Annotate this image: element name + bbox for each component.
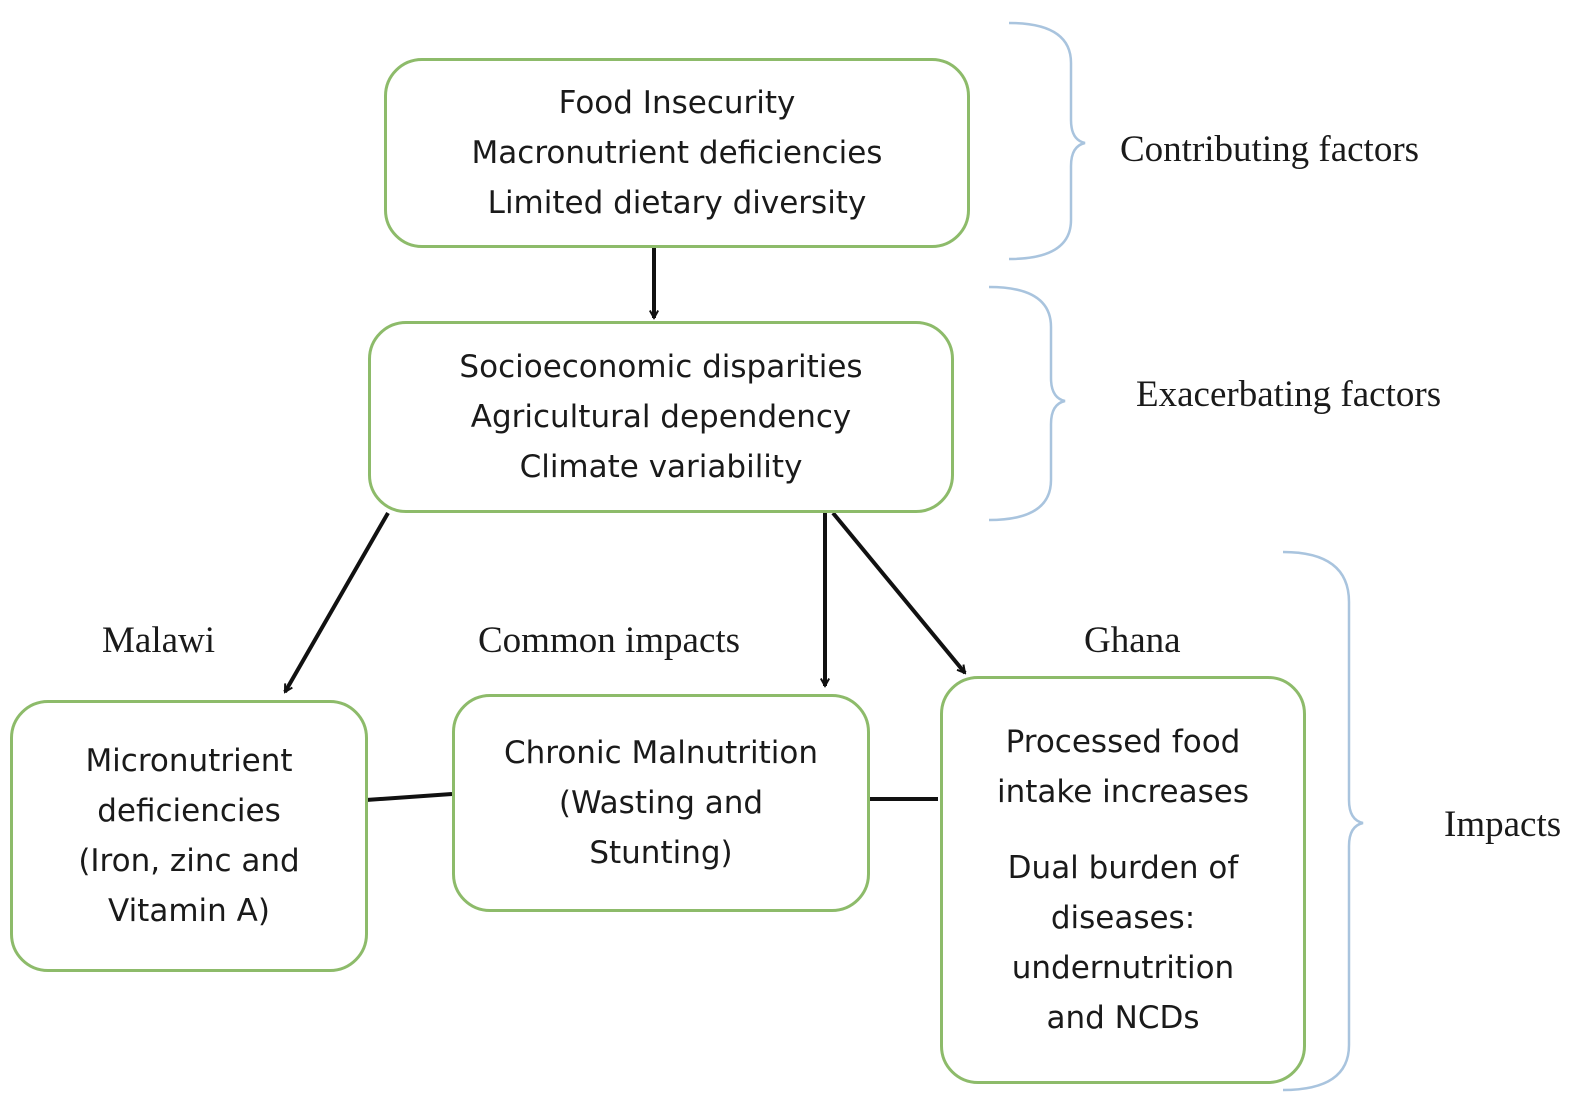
impacts-label: Impacts (1444, 804, 1562, 845)
ghana-label: Ghana (1084, 620, 1181, 661)
common-line-2: (Wasting and (558, 785, 764, 821)
common-line-3: Stunting) (589, 835, 733, 871)
malawi-line-4: Vitamin A) (108, 893, 270, 929)
brace-exacerbating (988, 285, 1066, 522)
exacerbating-factors-box: Socioeconomic disparities Agricultural d… (368, 321, 954, 513)
exacerbating-item-climate: Climate variability (519, 449, 803, 485)
contributing-factors-box: Food Insecurity Macronutrient deficienci… (384, 58, 970, 248)
malawi-line-1: Micronutrient (85, 743, 293, 779)
malawi-line-2: deficiencies (97, 793, 281, 829)
ghana-line-3: Dual burden of (1007, 850, 1239, 886)
brace-impacts (1282, 550, 1364, 1092)
exacerbating-factors-label: Exacerbating factors (1136, 374, 1442, 415)
ghana-line-2: intake increases (997, 774, 1249, 810)
contributing-item-macronutrient: Macronutrient deficiencies (471, 135, 883, 171)
arrow-exacerbating-to-ghana (831, 511, 967, 673)
ghana-line-1: Processed food (1005, 724, 1241, 760)
contributing-item-food-insecurity: Food Insecurity (558, 85, 796, 121)
link-malawi-common (365, 792, 453, 802)
ghana-line-4: diseases: (1050, 900, 1196, 936)
contributing-factors-label: Contributing factors (1120, 129, 1420, 170)
ghana-line-5: undernutrition (1011, 950, 1235, 986)
exacerbating-item-socioeconomic: Socioeconomic disparities (459, 349, 863, 385)
ghana-line-6: and NCDs (1046, 1000, 1200, 1036)
malawi-label: Malawi (102, 620, 216, 661)
brace-contributing (1008, 21, 1086, 261)
common-line-1: Chronic Malnutrition (503, 735, 819, 771)
ghana-processed-food: Processed food intake increases (997, 717, 1249, 817)
common-impact-box: Chronic Malnutrition (Wasting and Stunti… (452, 694, 870, 912)
contributing-item-dietary-diversity: Limited dietary diversity (487, 185, 867, 221)
malawi-impact-box: Micronutrient deficiencies (Iron, zinc a… (10, 700, 368, 972)
common-impacts-label: Common impacts (478, 620, 741, 661)
malawi-line-3: (Iron, zinc and (78, 843, 300, 879)
ghana-impact-box: Processed food intake increases Dual bur… (940, 676, 1306, 1084)
arrow-exacerbating-to-malawi (283, 512, 390, 692)
ghana-dual-burden: Dual burden of diseases: undernutrition … (1008, 843, 1239, 1043)
exacerbating-item-agricultural: Agricultural dependency (470, 399, 852, 435)
